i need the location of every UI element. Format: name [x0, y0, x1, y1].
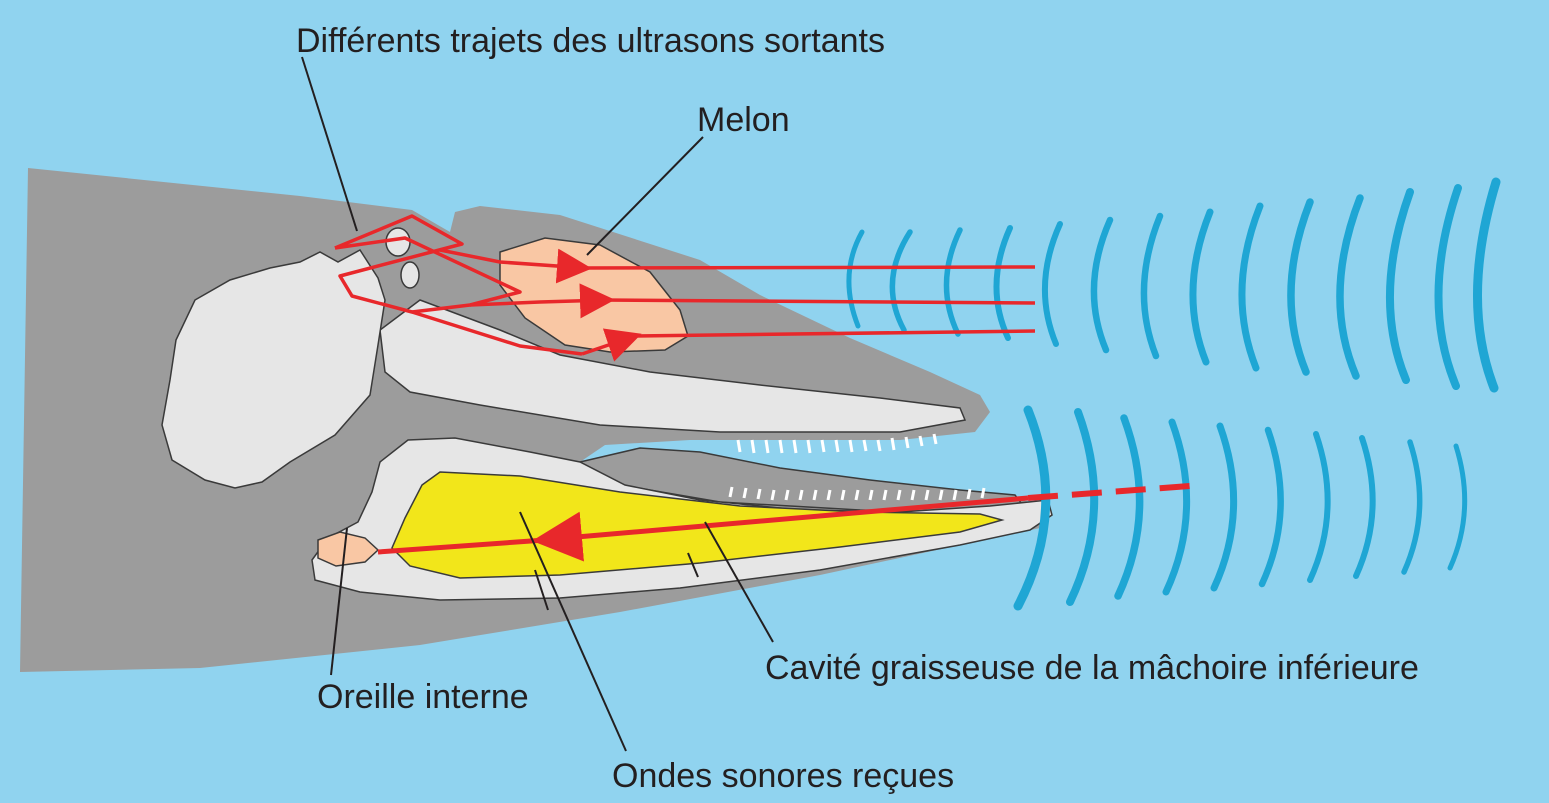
- label-outgoing-paths: Différents trajets des ultrasons sortant…: [296, 24, 885, 58]
- received-path-dashed: [1028, 486, 1190, 498]
- outgoing-wave-arcs: [849, 182, 1496, 388]
- label-received-waves: Ondes sonores reçues: [612, 759, 954, 793]
- leader-melon: [587, 137, 703, 255]
- label-melon: Melon: [697, 103, 790, 137]
- nasal-plug: [386, 228, 410, 256]
- label-fat-cavity: Cavité graisseuse de la mâchoire inférie…: [765, 651, 1419, 685]
- returning-wave-arcs: [1018, 410, 1465, 606]
- nasal-plug: [401, 262, 419, 288]
- label-inner-ear: Oreille interne: [317, 680, 529, 714]
